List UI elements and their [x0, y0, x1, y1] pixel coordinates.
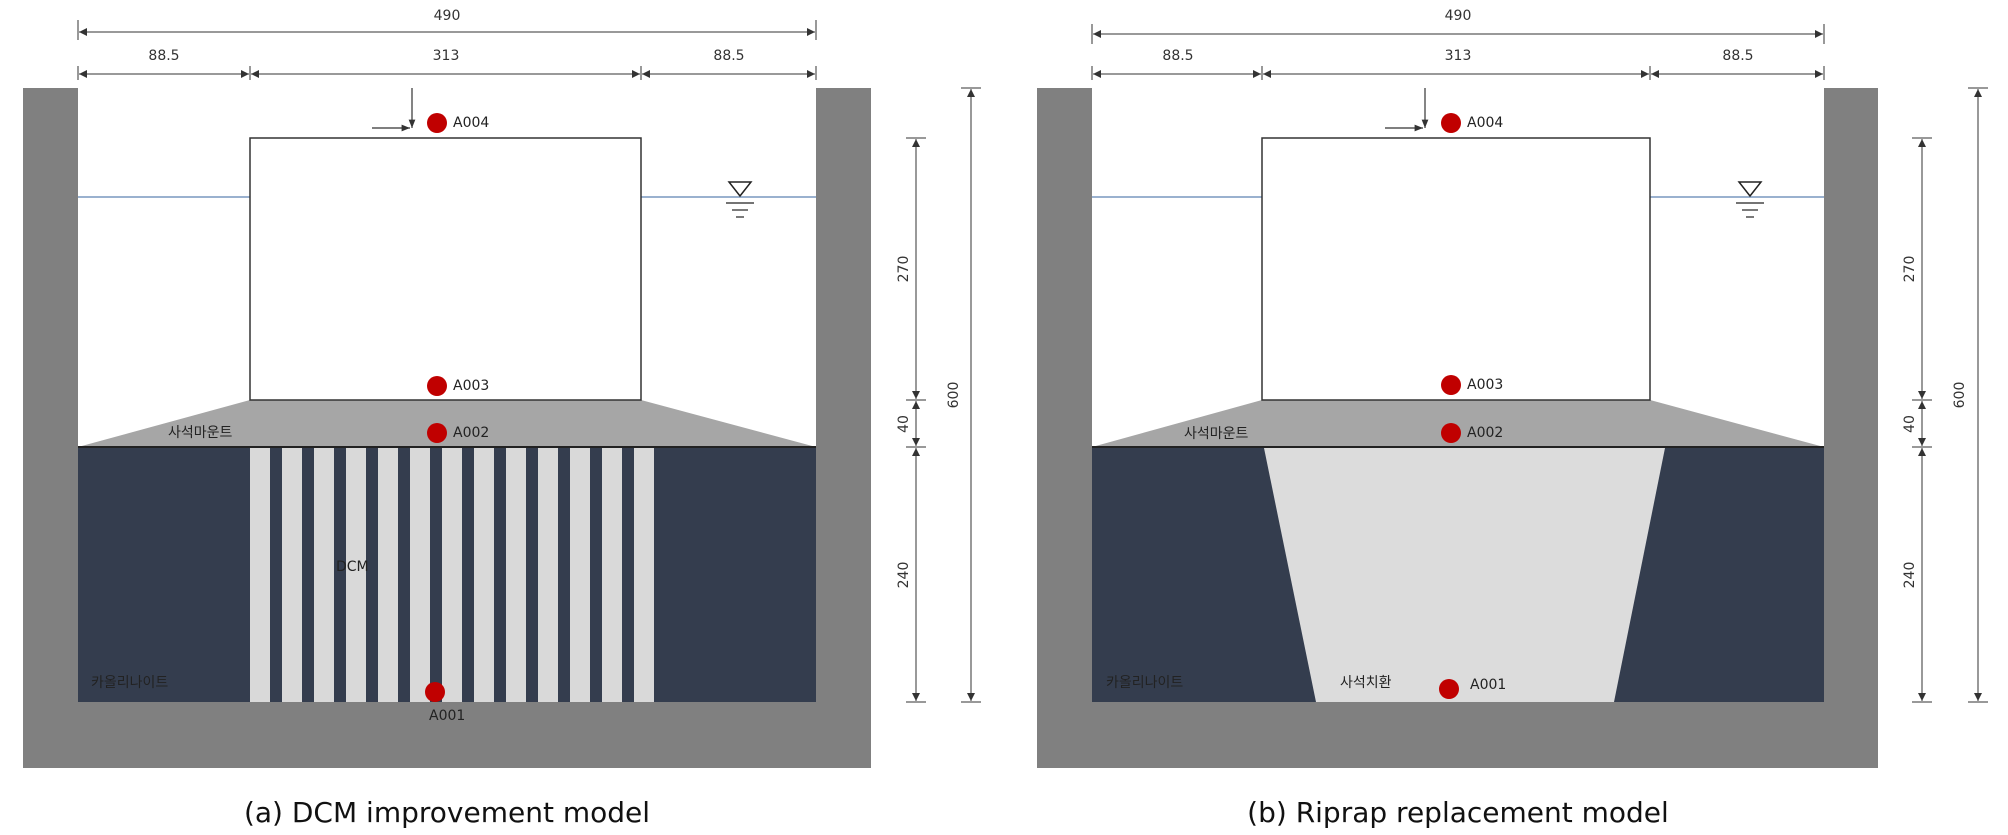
sensor-marker [1441, 423, 1461, 443]
sensor-label-a002: A002 [1467, 425, 1503, 441]
caisson [249, 137, 642, 401]
riprap-replacement-zone [1264, 448, 1665, 702]
horizontal-dimensions: 490 88.5 313 88.5 [77, 8, 817, 80]
panel-caption: (b) Riprap replacement model [1247, 796, 1669, 829]
dcm-column [442, 448, 462, 702]
dim-total-height: 600 [946, 382, 962, 409]
dim-middle-width: 313 [433, 48, 460, 64]
improvement-label: 사석치환 [1340, 675, 1392, 691]
vertical-dimensions: 270 40 240 600 [1902, 87, 1988, 703]
dcm-column [314, 448, 334, 702]
sensor-label-a004: A004 [1467, 115, 1503, 131]
caisson [1261, 137, 1651, 401]
load-arrow-icon [372, 88, 416, 132]
sensor-marker [427, 376, 447, 396]
dim-middle-width: 313 [1445, 48, 1472, 64]
dim-caisson-height: 270 [1902, 256, 1918, 283]
dim-right-width: 88.5 [1722, 48, 1753, 64]
sensor-label-a003: A003 [453, 378, 489, 394]
vertical-dimensions: 270 40 240 600 [896, 87, 981, 703]
dcm-column [378, 448, 398, 702]
dcm-column [570, 448, 590, 702]
mound-label: 사석마운트 [168, 425, 233, 441]
panel-riprap-model: A004 A003 A002 A001 사석마운트 카올리나이트 사석치환 49… [1037, 8, 1988, 829]
sensor-label-a001: A001 [1470, 677, 1506, 693]
water-level-triangle-icon [726, 181, 754, 218]
sensor-marker [1441, 113, 1461, 133]
dim-left-width: 88.5 [148, 48, 179, 64]
dcm-column [410, 448, 430, 702]
panel-caption: (a) DCM improvement model [244, 796, 650, 829]
sensor-label-a002: A002 [453, 425, 489, 441]
sensor-marker [425, 682, 445, 702]
dim-caisson-height: 270 [896, 256, 912, 283]
dim-right-width: 88.5 [713, 48, 744, 64]
dim-total-width: 490 [434, 8, 461, 24]
dcm-column [538, 448, 558, 702]
clay-label: 카올리나이트 [91, 675, 168, 691]
dim-total-width: 490 [1445, 8, 1472, 24]
improvement-label: DCM [336, 559, 369, 575]
sensor-label-a003: A003 [1467, 377, 1503, 393]
sensor-marker [427, 423, 447, 443]
rubble-mound [78, 400, 816, 447]
dim-total-height: 600 [1952, 382, 1968, 409]
dcm-column [634, 448, 654, 702]
dim-clay-height: 240 [896, 562, 912, 589]
sensor-label-a001: A001 [429, 708, 465, 724]
dcm-column [250, 448, 270, 702]
dcm-column [474, 448, 494, 702]
dim-clay-height: 240 [1902, 562, 1918, 589]
mound-label: 사석마운트 [1184, 426, 1249, 442]
horizontal-dimensions: 490 88.5 313 88.5 [1091, 8, 1825, 80]
sensor-label-a004: A004 [453, 115, 489, 131]
load-arrow-icon [1385, 88, 1429, 132]
clay-label: 카올리나이트 [1106, 675, 1183, 691]
dim-left-width: 88.5 [1162, 48, 1193, 64]
dim-mound-height: 40 [896, 415, 912, 433]
water-level-triangle-icon [1736, 181, 1764, 218]
sensor-marker [427, 113, 447, 133]
panel-dcm-model: A004 A003 A002 A001 사석마운트 카올리나이트 DCM 490… [23, 8, 981, 829]
dim-mound-height: 40 [1902, 415, 1918, 433]
dcm-column [506, 448, 526, 702]
dcm-column [346, 448, 366, 702]
dcm-columns [250, 448, 654, 702]
sensor-marker [1441, 375, 1461, 395]
dcm-column [282, 448, 302, 702]
dcm-column [602, 448, 622, 702]
sensor-marker [1439, 679, 1459, 699]
rubble-mound [1092, 400, 1824, 447]
